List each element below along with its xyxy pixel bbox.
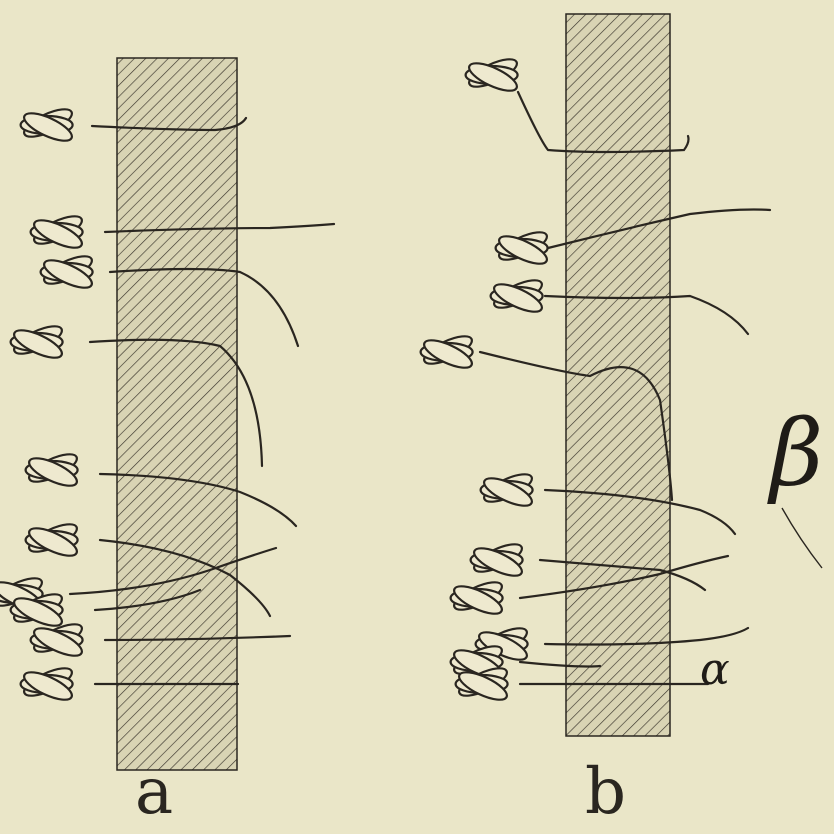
panel-b: [421, 14, 770, 736]
beta-pointer-line: [782, 508, 822, 568]
panel-a: [0, 58, 334, 770]
panel-a-label: a: [135, 760, 173, 824]
panel-a-support-column: [117, 58, 237, 770]
beta-annotation: β: [770, 408, 823, 500]
alpha-annotation: α: [700, 648, 730, 692]
panel-b-label: b: [585, 760, 626, 824]
